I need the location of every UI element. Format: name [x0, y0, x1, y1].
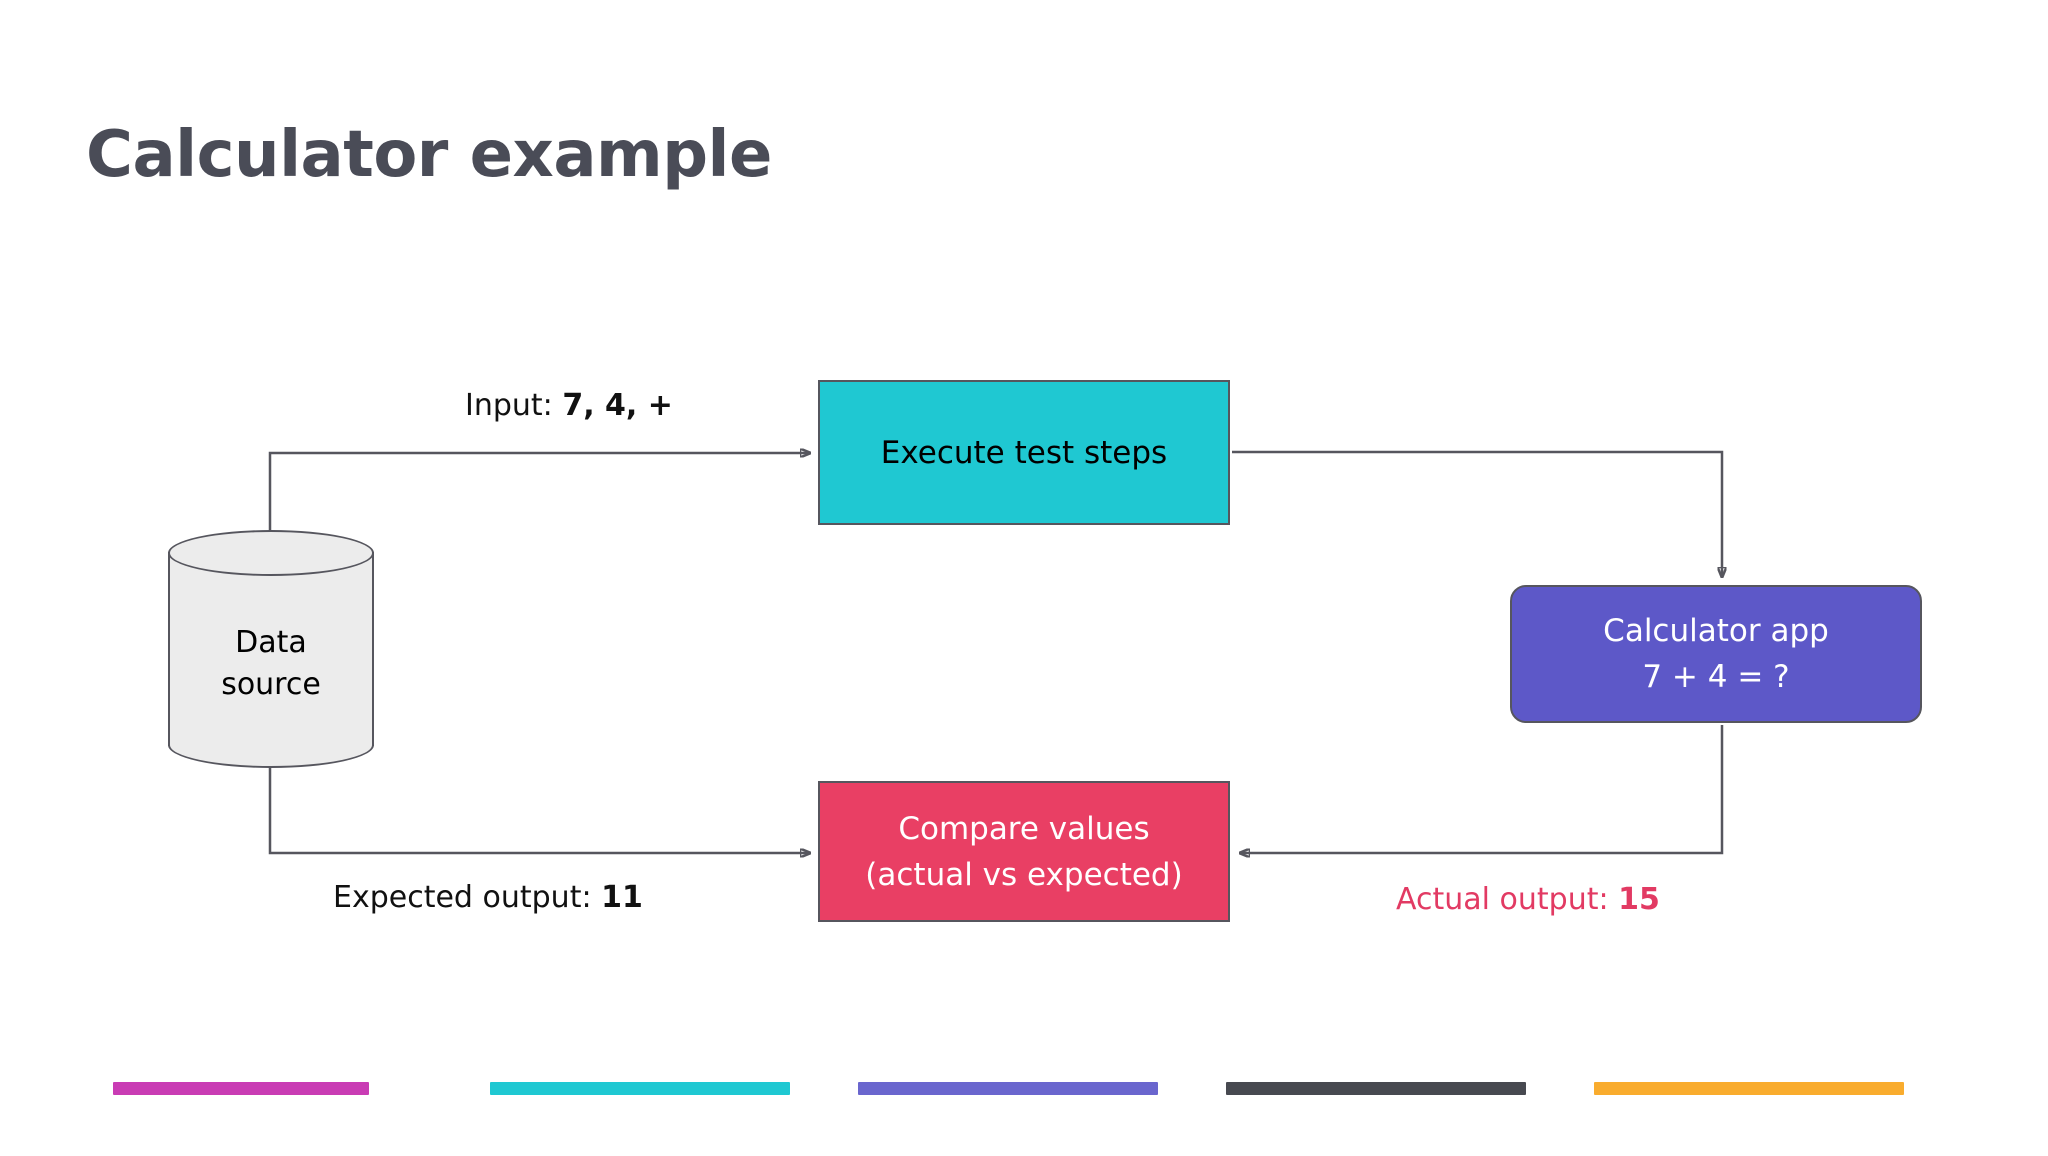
- node-compare-values-label: Compare values (actual vs expected): [865, 810, 1183, 893]
- node-calculator-app[interactable]: Calculator app 7 + 4 = ?: [1510, 585, 1922, 723]
- edge-label-expected-value: 11: [601, 880, 643, 915]
- node-calculator-app-label: Calculator app 7 + 4 = ?: [1603, 613, 1829, 695]
- edge-label-expected-prefix: Expected output:: [333, 880, 602, 915]
- edge-label-input-prefix: Input:: [465, 388, 563, 423]
- node-data-source[interactable]: Data source: [168, 530, 374, 768]
- edge-app-wire: [1232, 450, 1722, 577]
- accent-bar-purple: [858, 1082, 1158, 1095]
- accent-bar-strip: [0, 1082, 2048, 1102]
- accent-bar-orange: [1594, 1082, 1904, 1095]
- cylinder-body: [168, 552, 374, 746]
- edge-label-actual-prefix: Actual output:: [1396, 882, 1619, 917]
- accent-bar-cyan: [490, 1082, 790, 1095]
- edge-label-input-value: 7, 4, +: [562, 388, 673, 423]
- edge-expected-wire: [268, 748, 810, 853]
- edge-label-actual-value: 15: [1618, 882, 1660, 917]
- edge-label-expected-output: Expected output: 11: [333, 880, 643, 915]
- node-compare-values[interactable]: Compare values (actual vs expected): [818, 781, 1230, 922]
- accent-bar-magenta: [113, 1082, 369, 1095]
- accent-bar-dark: [1226, 1082, 1526, 1095]
- page-title: Calculator example: [86, 118, 772, 192]
- node-data-source-label: Data source: [221, 625, 321, 702]
- cylinder-top-ellipse: [168, 530, 374, 576]
- node-execute-test-steps[interactable]: Execute test steps: [818, 380, 1230, 525]
- node-execute-test-steps-label: Execute test steps: [880, 434, 1168, 471]
- edge-label-input: Input: 7, 4, +: [465, 388, 673, 423]
- edge-input-wire: [268, 453, 810, 553]
- edge-label-actual-output: Actual output: 15: [1396, 882, 1660, 917]
- edge-actual-wire: [1240, 725, 1724, 853]
